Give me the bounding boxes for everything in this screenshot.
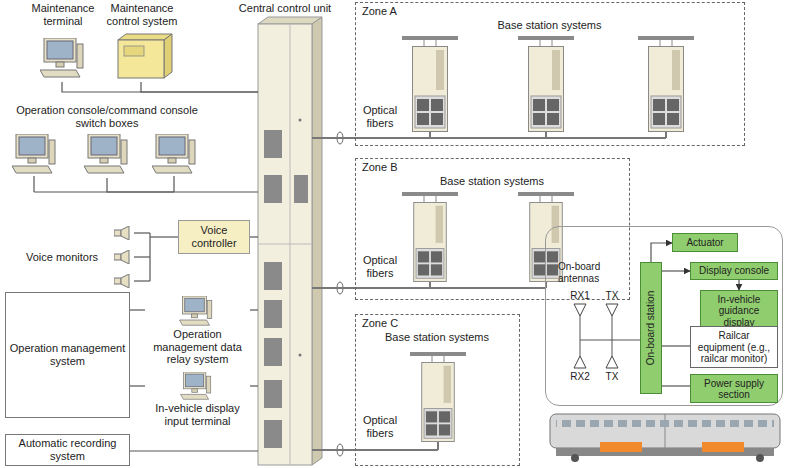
terminal-icon: Operation management data relay system [145,296,250,368]
connector [738,280,739,290]
connector [312,449,355,451]
console-group: Operation console/command console switch… [2,104,212,178]
node-label: Maintenance control system [104,2,180,27]
connector [141,82,258,92]
fiber-label: Optical fibers [358,104,402,129]
connector [130,385,145,386]
connector [662,270,690,271]
process-box: Voice controller [178,220,250,254]
connector [130,450,258,451]
connector [250,236,258,237]
node-label: Operation management system [6,342,129,367]
node-label: Display console [691,265,777,277]
process-box: Power supply section [690,374,778,403]
node-label: Maintenance terminal [28,2,98,27]
node-label: Zone C [362,317,398,330]
node-subtitle: Base station systems [356,19,743,32]
connector [312,287,355,289]
connector [130,309,145,310]
connector [62,82,258,92]
process-box: Railcar equipment (e.g., railcar monitor… [690,326,778,368]
speaker-group: Voice monitors [18,222,150,292]
antenna-label: TX [598,290,626,302]
node-subtitle: Base station systems [356,331,518,344]
connector [662,345,690,346]
control-system-icon: Maintenance control system [104,2,180,82]
connector [107,178,258,192]
node-label: Railcar equipment (e.g., railcar monitor… [691,330,777,365]
fiber-label: Optical fibers [358,414,402,439]
connector [150,236,178,237]
process-box: Operation management system [5,292,130,418]
process-box: Actuator [672,233,738,252]
node-label: Automatic recording system [6,437,129,462]
zone-region: Zone CBase station systems [355,314,520,466]
zone-region: Zone ABase station systems [355,2,745,146]
process-box: Display console [690,262,778,280]
node-label: Operation console/command console switch… [2,104,212,129]
node-label: In-vehicle guidance display [701,293,777,328]
node-label: Central control unit [223,2,347,15]
connector [662,385,690,386]
connector [651,243,672,262]
central-unit: Central control unit [258,2,312,465]
node-label: Voice monitors [18,251,106,264]
connector [250,309,258,310]
node-label: Power supply section [691,377,777,400]
antenna-label: RX1 [566,290,594,302]
terminal-icon: In-vehicle display input terminal [145,372,250,430]
node-label: On-board antennas [558,261,620,284]
terminal-icon: Maintenance terminal [28,2,98,82]
node-label: Zone A [362,5,397,18]
node-label: Actuator [673,237,737,249]
node-label: In-vehicle display input terminal [145,402,250,427]
connector [312,137,355,139]
antenna-label: RX2 [566,371,594,383]
connector [250,385,258,386]
node-subtitle: Base station systems [356,175,628,188]
fiber-label: Optical fibers [358,254,402,279]
node-label: Voice controller [179,224,249,249]
node-label: Operation management data relay system [145,328,250,366]
node-label: On-board station [645,291,657,366]
node-label: Zone B [362,161,397,174]
process-box: In-vehicle guidance display [700,290,778,331]
station-bar: On-board station [640,262,662,394]
process-box: Automatic recording system [5,434,130,466]
antenna-label: TX [598,371,626,383]
